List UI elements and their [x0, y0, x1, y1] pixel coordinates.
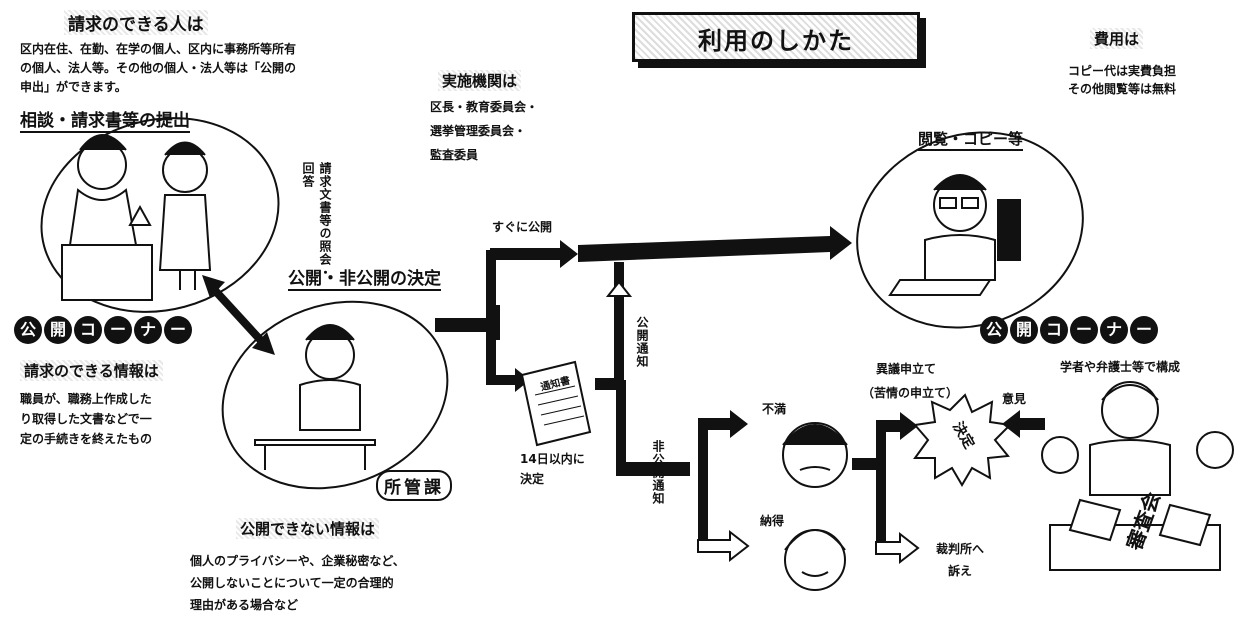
page-title: 利用のしかた: [698, 27, 854, 55]
corner-char: ー: [1070, 316, 1098, 344]
section-label: 所管課: [376, 470, 452, 501]
objection-line-2: （苦情の申立て）: [862, 386, 959, 400]
corner-char: ー: [164, 316, 192, 344]
consult-ellipse: [40, 117, 280, 313]
public-notice-head: [605, 280, 633, 297]
requestable-info-line-3: 定の手続きを終えたもの: [20, 432, 153, 446]
dissatisfied-label: 不満: [762, 402, 787, 416]
objection-line-1: 異議申立て: [876, 362, 937, 376]
immediate-label: すぐに公開: [492, 220, 553, 234]
corner-char: ナ: [1100, 316, 1128, 344]
notice-document: [520, 360, 592, 447]
public-corner-right: 公 開 コ ー ナ ー: [980, 316, 1158, 344]
viewing-illustration: [888, 174, 1021, 296]
private-notice-base: [616, 462, 690, 476]
committee-members-label: 学者や弁護士等で構成: [1060, 360, 1181, 374]
to-court-arrow: [875, 531, 920, 565]
requestable-info-heading: 請求のできる情報は: [20, 360, 163, 381]
reaction-vertical: [698, 418, 708, 548]
decision-heading: 公開・非公開の決定: [288, 264, 441, 291]
satisfied-label: 納得: [760, 514, 785, 528]
opinion-arrow: [1002, 410, 1045, 438]
cost-line-1: コピー代は実費負担: [1068, 64, 1177, 78]
corner-char: 公: [980, 316, 1008, 344]
section-to-branch: [435, 305, 500, 340]
committee-illustration: [1041, 381, 1234, 571]
cost-line-2: その他閲覧等は無料: [1068, 82, 1177, 96]
to-satisfied-arrow: [697, 529, 750, 563]
private-notice-label: 非公開通知: [651, 440, 665, 505]
public-notice-line: [614, 262, 624, 382]
section-illustration: [254, 324, 376, 470]
opinion-label: 意見: [1002, 392, 1027, 406]
dissatisfied-out: [852, 458, 880, 470]
arrow-head-up: [202, 275, 225, 298]
to-dissatisfied-arrow: [698, 410, 748, 438]
corner-char: ー: [104, 316, 132, 344]
private-notice-line: [616, 380, 626, 470]
cost-heading: 費用は: [1090, 28, 1144, 49]
consult-section-arrow: [207, 282, 268, 348]
objection-vertical: [876, 420, 886, 550]
implementing-line-3: 監査委員: [430, 148, 479, 162]
title-box: 利用のしかた: [632, 12, 920, 62]
within-14-line-1: 14日以内に: [520, 452, 585, 466]
court-line-1: 裁判所へ: [936, 542, 985, 556]
satisfied-illustration: [784, 529, 846, 591]
section-ellipse: [221, 300, 449, 490]
not-public-line-3: 理由がある場合など: [190, 598, 299, 612]
request-people-heading: 請求のできる人は: [64, 10, 208, 35]
not-public-heading: 公開できない情報は: [236, 518, 380, 539]
court-line-2: 訴え: [948, 564, 973, 578]
decision-burst: [913, 393, 1013, 487]
corner-char: 開: [1010, 316, 1038, 344]
corner-char: ー: [1130, 316, 1158, 344]
corner-char: コ: [1040, 316, 1068, 344]
corner-char: ナ: [134, 316, 162, 344]
request-docs-vertical: 請求文書等の照会・回答: [301, 162, 332, 279]
requestable-info-line-2: り取得した文書などで一: [20, 412, 152, 426]
to-document-arrow: [490, 368, 530, 392]
public-notice-label: 公開通知: [635, 316, 649, 368]
not-public-line-2: 公開しないことについて一定の合理的: [190, 576, 394, 590]
request-people-line-3: 申出」ができます。: [20, 80, 127, 94]
dissatisfied-illustration: [782, 422, 848, 488]
consult-illustration: [61, 134, 212, 301]
request-people-line-2: の個人、法人等。その他の個人・法人等は「公開の: [20, 61, 297, 75]
within-14-line-2: 決定: [520, 472, 545, 486]
implementing-line-1: 区長・教育委員会・: [430, 100, 539, 114]
arrow-head-down: [252, 332, 275, 355]
corner-char: 公: [14, 316, 42, 344]
implementing-line-2: 選挙管理委員会・: [430, 124, 527, 138]
branch-vertical: [486, 250, 496, 385]
requestable-info-line-1: 職員が、職務上作成した: [20, 392, 152, 406]
immediate-arrow: [490, 240, 578, 268]
viewing-heading: 閲覧・コピー等: [918, 128, 1024, 151]
public-corner-left: 公 開 コ ー ナ ー: [14, 316, 192, 344]
not-public-line-1: 個人のプライバシーや、企業秘密など、: [190, 554, 405, 568]
corner-char: コ: [74, 316, 102, 344]
request-people-line-1: 区内在住、在勤、在学の個人、区内に事務所等所有: [20, 42, 297, 56]
to-viewing-arrow: [578, 226, 852, 262]
implementing-heading: 実施機関は: [438, 70, 522, 91]
corner-char: 開: [44, 316, 72, 344]
consult-heading: 相談・請求書等の提出: [20, 106, 190, 133]
to-objection-arrow: [876, 412, 918, 440]
